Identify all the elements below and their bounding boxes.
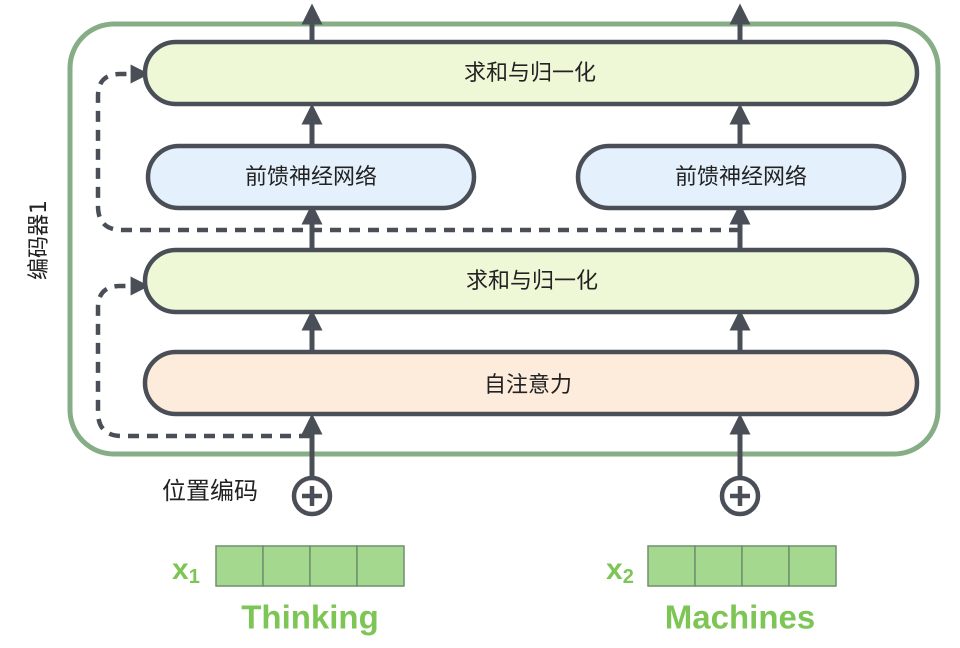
input-machines: x2 Machines — [606, 545, 837, 636]
feed-forward-left: 前馈神经网络 — [145, 143, 477, 211]
self-attention-layer: 自注意力 — [142, 349, 920, 417]
vector-cell — [262, 545, 311, 587]
vector-cell — [356, 545, 405, 587]
self-attention-label: 自注意力 — [484, 373, 572, 398]
residual-connection-upper — [95, 64, 740, 233]
residual-connection-lower — [95, 276, 310, 439]
vector-cell — [788, 545, 837, 587]
top-add-norm-layer: 求和与归一化 — [142, 39, 920, 107]
plus-circle-icon — [291, 475, 333, 517]
feed-forward-right: 前馈神经网络 — [575, 143, 907, 211]
vector-cell — [741, 545, 790, 587]
positional-encoding-label: 位置编码 — [162, 477, 258, 505]
encoder-label: 编码器1 — [27, 200, 52, 280]
mid-add-norm-layer: 求和与归一化 — [142, 247, 920, 315]
feed-forward-left-label: 前馈神经网络 — [245, 165, 377, 190]
mid-add-norm-label: 求和与归一化 — [466, 269, 598, 294]
encoder-frame — [67, 21, 941, 457]
vector-cell — [647, 545, 696, 587]
vector-cell — [309, 545, 358, 587]
input-2-vector — [647, 545, 837, 587]
vector-cell — [694, 545, 743, 587]
vector-cell — [215, 545, 264, 587]
input-2-word: Machines — [665, 599, 815, 636]
input-1-vector — [215, 545, 405, 587]
input-thinking: x1 Thinking — [172, 545, 405, 636]
input-2-variable: x2 — [606, 553, 634, 588]
plus-circle-icon — [719, 475, 761, 517]
feed-forward-right-label: 前馈神经网络 — [675, 165, 807, 190]
input-1-variable: x1 — [172, 553, 200, 588]
top-add-norm-label: 求和与归一化 — [464, 61, 596, 86]
flow-arrows — [301, 3, 751, 476]
input-1-word: Thinking — [241, 599, 378, 636]
